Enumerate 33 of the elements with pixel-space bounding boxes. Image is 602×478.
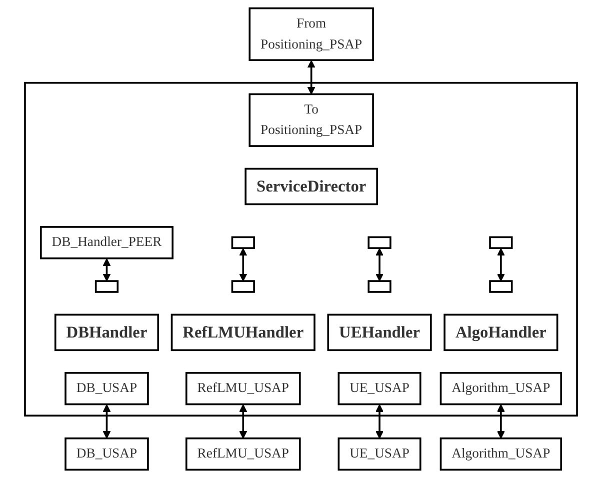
arrow xyxy=(239,248,248,282)
node-box xyxy=(368,236,392,249)
node-box xyxy=(231,236,255,249)
node-box: Algorithm_USAP xyxy=(440,437,562,471)
arrow xyxy=(307,60,316,95)
node-box xyxy=(489,280,513,293)
node-box: DB_Handler_PEER xyxy=(40,226,174,260)
node-box: ServiceDirector xyxy=(244,168,378,206)
node-box: DB_USAP xyxy=(64,437,149,471)
node-box: Algorithm_USAP xyxy=(440,372,562,406)
arrow xyxy=(239,404,248,439)
node-box xyxy=(368,280,392,293)
node-box: UE_USAP xyxy=(338,437,422,471)
arrow xyxy=(102,258,111,282)
node-box: UE_USAP xyxy=(338,372,422,406)
node-box: RefLMU_USAP xyxy=(185,372,301,406)
node-box xyxy=(94,280,119,293)
node-box: RefLMUHandler xyxy=(170,314,316,352)
node-box: RefLMU_USAP xyxy=(185,437,301,471)
node-box: To Positioning_PSAP xyxy=(248,93,374,147)
node-box: UEHandler xyxy=(327,314,432,352)
node-box: DBHandler xyxy=(54,314,160,352)
node-box: AlgoHandler xyxy=(444,314,558,352)
arrow xyxy=(102,404,111,439)
arrow xyxy=(376,248,384,282)
arrow xyxy=(496,248,505,282)
node-box xyxy=(231,280,255,293)
arrow xyxy=(376,404,384,439)
node-box: DB_USAP xyxy=(64,372,149,406)
node-box: From Positioning_PSAP xyxy=(248,7,374,61)
cluster xyxy=(24,82,578,417)
arrow xyxy=(496,404,505,439)
node-box xyxy=(489,236,513,249)
